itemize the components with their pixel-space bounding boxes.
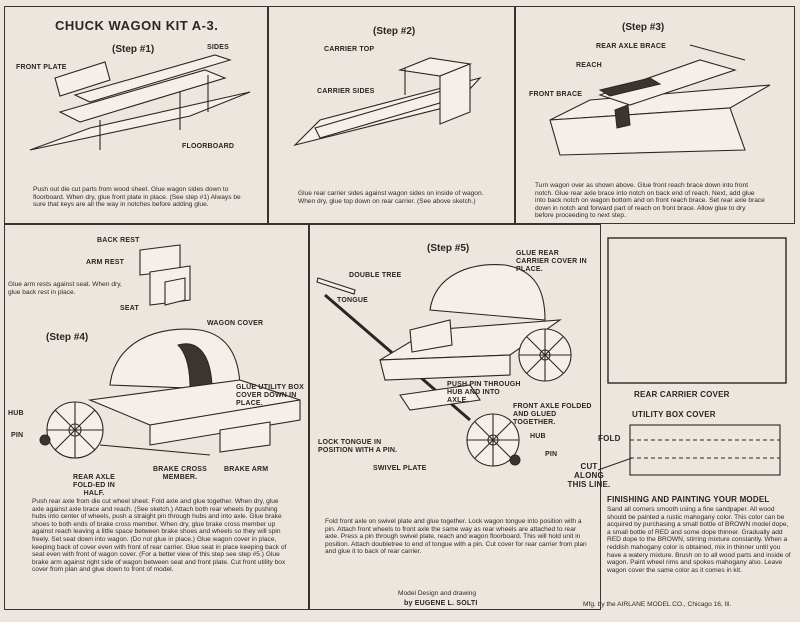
label-utility-box-cover: UTILITY BOX COVER: [632, 410, 716, 419]
step-4-heading: (Step #4): [46, 332, 89, 343]
label-rear-axle-brace: REAR AXLE BRACE: [596, 43, 667, 50]
label-brake-cross: BRAKE CROSS MEMBER.: [153, 466, 207, 481]
label-carrier-sides: CARRIER SIDES: [317, 88, 375, 95]
label-swivel-plate: SWIVEL PLATE: [373, 465, 427, 472]
step-5-text: Fold front axle on swivel plate and glue…: [325, 518, 587, 556]
step4-seat-drawing: [139, 244, 191, 306]
step4-wagon-drawing: [39, 328, 301, 459]
utility-box-cover-plan: [629, 424, 781, 476]
label-double-tree: DOUBLE TREE: [349, 272, 402, 279]
finishing-text: Sand all corners smooth using a fine san…: [607, 506, 791, 574]
step-5-heading: (Step #5): [427, 243, 470, 254]
label-fold: FOLD: [598, 434, 621, 443]
step3-drawing: [549, 44, 771, 156]
rear-carrier-cover-plan: [607, 237, 787, 384]
label-cut-along: CUT ALONG THIS LINE.: [567, 462, 611, 489]
step5-drawing: [316, 264, 572, 467]
label-push-pin: PUSH PIN THROUGH HUB AND INTO AXLE.: [447, 381, 521, 404]
label-rear-carrier-cover: REAR CARRIER COVER: [634, 390, 730, 399]
label-seat: SEAT: [120, 305, 139, 312]
label-hub: HUB: [8, 410, 24, 417]
step-1-text: Push out die cut parts from wood sheet. …: [33, 186, 241, 209]
page-title: CHUCK WAGON KIT A-3.: [55, 18, 219, 33]
label-wagon-cover: WAGON COVER: [207, 320, 264, 327]
label-front-brace: FRONT BRACE: [529, 91, 583, 98]
step1-drawing: [29, 54, 251, 151]
credit-mfg: Mfg. by the AIRLANE MODEL CO., Chicago 1…: [583, 601, 732, 608]
step-2-heading: (Step #2): [373, 26, 416, 37]
label-reach: REACH: [576, 62, 602, 69]
label-pin: PIN: [11, 432, 24, 439]
label-back-rest: BACK REST: [97, 237, 140, 244]
seat-text: Glue arm rests against seat. When dry, g…: [8, 281, 122, 296]
credit-design: Model Design and drawing: [398, 590, 477, 597]
label-floorboard: FLOORBOARD: [182, 143, 235, 150]
panel-step-2: [268, 6, 515, 224]
panel-step-4: [4, 224, 309, 610]
step-1-heading: (Step #1): [112, 44, 155, 55]
label-carrier-top: CARRIER TOP: [324, 46, 375, 53]
label-lock-tongue: LOCK TONGUE IN POSITION WITH A PIN.: [318, 439, 398, 454]
label-tongue: TONGUE: [337, 297, 369, 304]
credit-author: by EUGENE L. SOLTI: [404, 600, 478, 607]
label-sides: SIDES: [207, 44, 230, 51]
step-3-heading: (Step #3): [622, 22, 665, 33]
label-front-plate: FRONT PLATE: [16, 64, 67, 71]
label-arm-rest: ARM REST: [86, 259, 125, 266]
label-hub-5: HUB: [530, 433, 546, 440]
step-4-text: Push rear axle from die cut wheel sheet.…: [32, 498, 287, 574]
label-brake-arm: BRAKE ARM: [224, 466, 269, 473]
step-2-text: Glue rear carrier sides against wagon si…: [298, 190, 484, 205]
step-3-text: Turn wagon over as shown above. Glue fro…: [535, 182, 765, 220]
label-pin-5: PIN: [545, 451, 558, 458]
finishing-heading: FINISHING AND PAINTING YOUR MODEL: [607, 495, 770, 504]
panel-step-5: [309, 224, 601, 610]
panel-step-1: [4, 6, 268, 224]
label-rear-axle: REAR AXLE FOLD-ED IN HALF.: [72, 474, 116, 497]
panel-step-3: [515, 6, 795, 224]
label-glue-utility-box: GLUE UTILITY BOX COVER DOWN IN PLACE.: [236, 384, 305, 407]
label-glue-rear-carrier: GLUE REAR CARRIER COVER IN PLACE.: [516, 250, 587, 273]
step2-drawing: [293, 57, 482, 147]
label-front-axle: FRONT AXLE FOLDED AND GLUED TOGETHER.: [513, 403, 592, 426]
